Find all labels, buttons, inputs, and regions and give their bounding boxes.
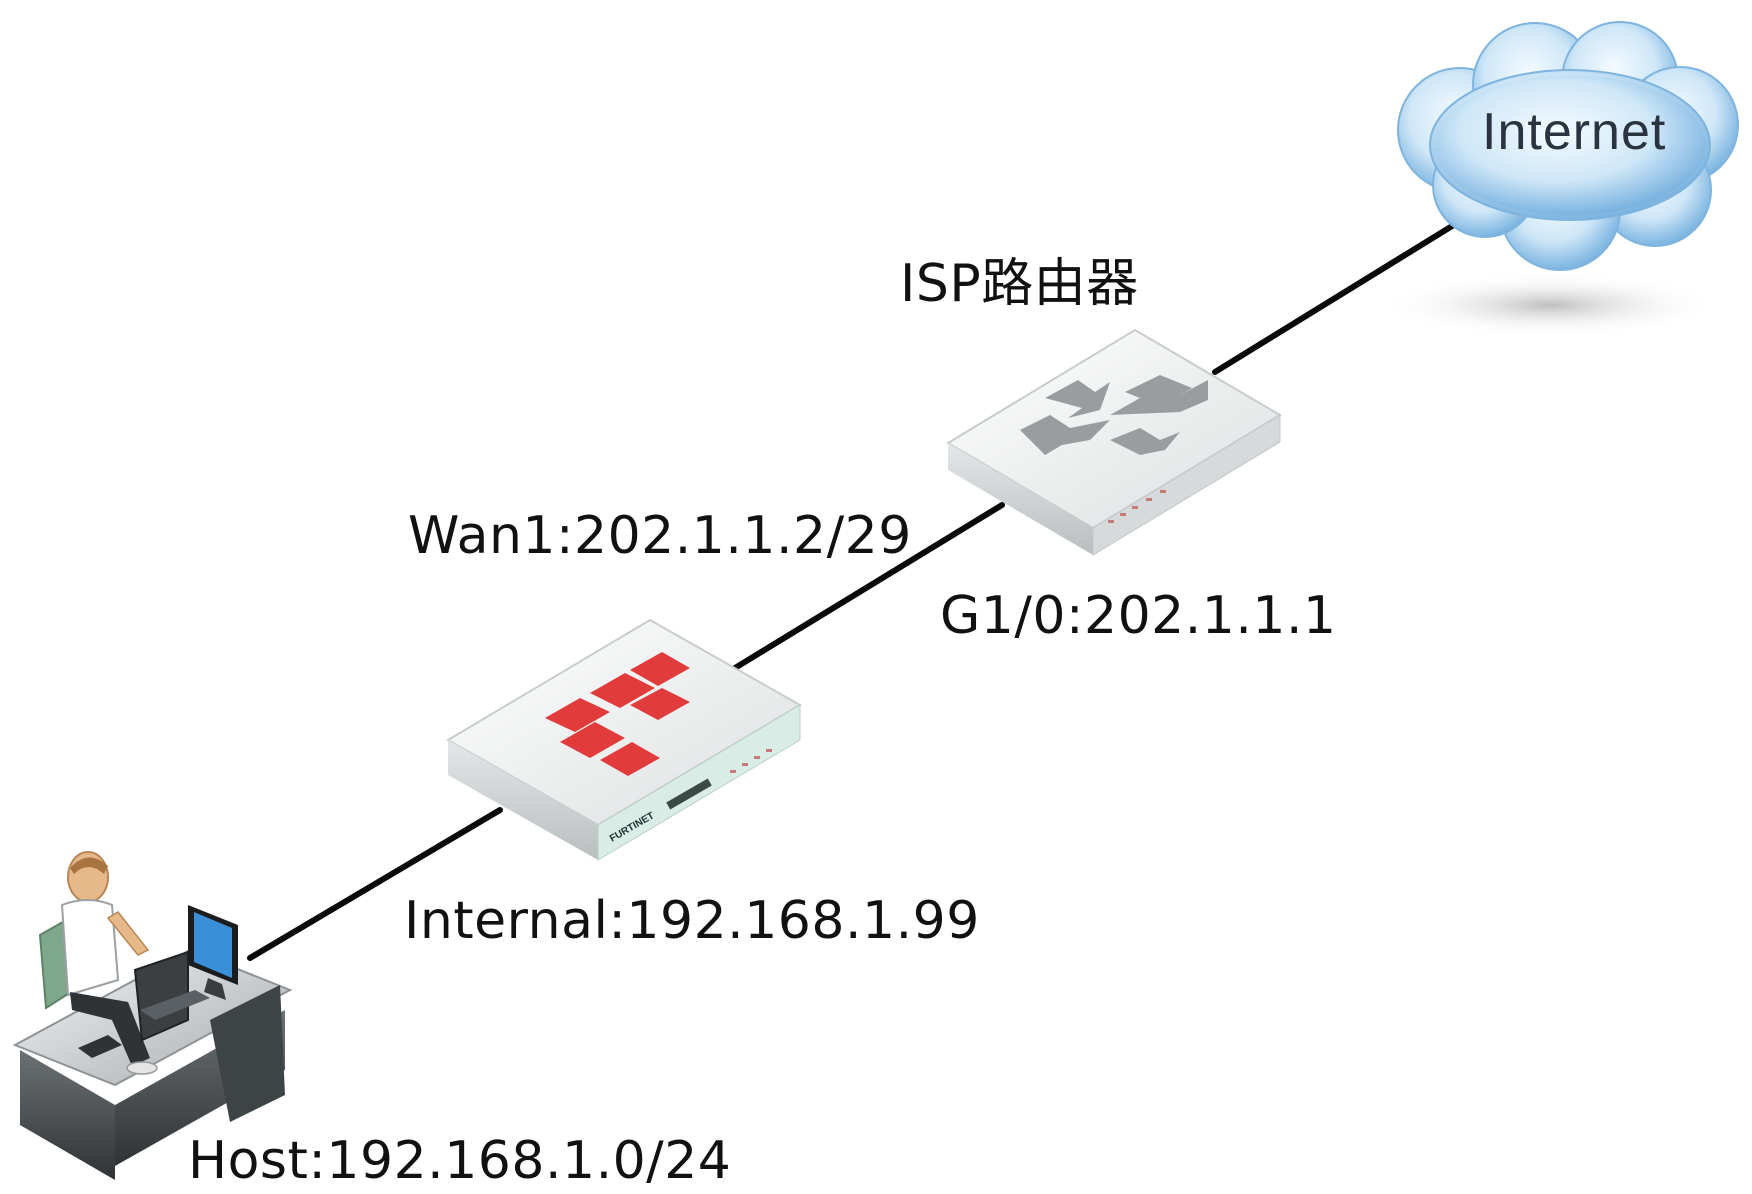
network-links (247, 212, 1473, 961)
firewall-side (597, 704, 801, 861)
router-front (948, 443, 1093, 555)
person-legs (70, 992, 150, 1066)
person-hair (70, 857, 108, 874)
router-port-leds (1108, 490, 1166, 523)
person-torso (60, 899, 120, 997)
monitor-stand (204, 978, 226, 1000)
person-shoe (126, 1061, 158, 1075)
firewall-port-leds (730, 749, 772, 773)
isp-router-icon (946, 328, 1282, 556)
router-side (1092, 414, 1281, 556)
link-host-firewall (247, 807, 503, 961)
desk-leg (210, 985, 285, 1122)
firewall-wan1-label: Wan1:202.1.1.2/29 (408, 506, 912, 566)
firewall-display (666, 778, 712, 810)
desk-front-left (20, 1050, 115, 1180)
cloud-shadow (1380, 273, 1720, 337)
link-firewall-router (732, 502, 1005, 671)
fortinet-firewall-icon: FURTINET (446, 618, 802, 861)
link-router-internet (1212, 212, 1473, 375)
internet-label: Internet (1482, 103, 1667, 161)
router-g1-label: G1/0:202.1.1.1 (940, 586, 1337, 646)
router-arrows-icon (1020, 375, 1208, 455)
keyboard-icon (140, 990, 210, 1020)
pc-tower (133, 950, 189, 1042)
isp-router-label: ISP路由器 (900, 254, 1139, 314)
host-workstation-icon (12, 851, 293, 1180)
firewall-internal-label: Internal:192.168.1.99 (404, 891, 980, 951)
person-arm (106, 911, 150, 956)
firewall-front (448, 740, 598, 860)
internet-cloud-icon (1380, 21, 1739, 337)
monitor-screen (194, 912, 232, 978)
desk-phone-icon (78, 1035, 122, 1058)
fortinet-logo-icon (545, 652, 690, 776)
host-network-label: Host:192.168.1.0/24 (188, 1131, 732, 1191)
